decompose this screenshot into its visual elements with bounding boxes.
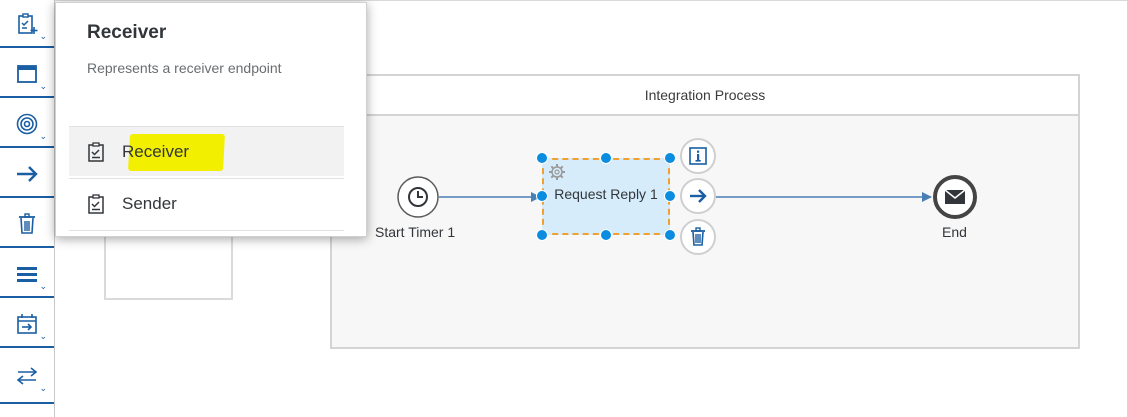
gear-icon	[549, 164, 565, 180]
clipboard-check-icon	[86, 193, 106, 214]
start-event-label: Start Timer 1	[375, 224, 456, 240]
delete-tool[interactable]	[0, 200, 54, 248]
chevron-down-icon: ⌄	[39, 281, 47, 291]
resize-handle-bottom-left[interactable]	[536, 229, 548, 241]
pool-header: Integration Process	[332, 76, 1078, 116]
chevron-down-icon: ⌄	[39, 131, 47, 141]
call-tool[interactable]: ⌄	[0, 300, 54, 348]
connect-button[interactable]	[680, 178, 716, 214]
resize-handle-bottom[interactable]	[600, 229, 612, 241]
resize-handle-top-right[interactable]	[664, 152, 676, 164]
request-reply-task[interactable]: Request Reply 1	[542, 158, 670, 235]
call-icon	[17, 314, 37, 334]
tool-separator	[0, 196, 54, 198]
tool-separator	[0, 346, 54, 348]
mapping-tool[interactable]: ⌄	[0, 250, 54, 298]
menu-item-receiver[interactable]: Receiver	[69, 126, 344, 176]
end-event-label: End	[942, 224, 967, 240]
popover-description: Represents a receiver endpoint	[87, 60, 282, 76]
resize-handle-bottom-right[interactable]	[664, 229, 676, 241]
message-flow-icon	[16, 367, 38, 385]
tool-separator	[0, 146, 54, 148]
end-message-event[interactable]	[933, 175, 977, 219]
popover-title: Receiver	[87, 22, 167, 43]
arrow-right-icon	[690, 189, 707, 203]
tool-separator	[0, 96, 54, 98]
tool-separator	[0, 46, 54, 48]
info-icon	[689, 147, 707, 165]
menu-item-label: Sender	[122, 193, 177, 213]
top-border	[0, 0, 1127, 1]
delete-icon	[19, 213, 35, 234]
events-tool[interactable]: ⌄	[0, 100, 54, 148]
task-label: Request Reply 1	[554, 186, 658, 202]
chevron-down-icon: ⌄	[39, 383, 47, 393]
chevron-down-icon: ⌄	[39, 331, 47, 341]
clipboard-check-icon	[86, 141, 106, 162]
participants-tool[interactable]: ⌄	[0, 0, 54, 48]
info-button[interactable]	[680, 138, 716, 174]
tool-separator	[0, 296, 54, 298]
envelope-icon	[944, 189, 966, 204]
menu-item-label: Receiver	[122, 141, 190, 161]
palette-toolbar: ⌄ ⌄ ⌄	[0, 0, 55, 417]
chevron-down-icon: ⌄	[39, 31, 47, 41]
popover-divider	[69, 230, 344, 231]
delete-button[interactable]	[680, 219, 716, 255]
participants-popover: Receiver Represents a receiver endpoint …	[55, 2, 367, 237]
participants-icon	[18, 13, 38, 34]
trash-icon	[691, 227, 705, 246]
process-icon	[17, 65, 37, 83]
events-icon	[16, 113, 38, 135]
tool-separator	[0, 402, 54, 404]
chevron-down-icon: ⌄	[39, 81, 47, 91]
resize-handle-right[interactable]	[664, 190, 676, 202]
message-flow-tool[interactable]: ⌄	[0, 352, 54, 404]
receiver-shape-placeholder[interactable]	[104, 226, 233, 300]
mapping-icon	[17, 267, 37, 282]
pool-title: Integration Process	[644, 87, 766, 103]
tool-separator	[0, 246, 54, 248]
menu-item-sender[interactable]: Sender	[69, 178, 344, 228]
connector-tool[interactable]	[0, 150, 54, 198]
connector-arrow-icon	[17, 166, 38, 182]
resize-handle-left[interactable]	[536, 190, 548, 202]
start-timer-event[interactable]	[397, 176, 439, 218]
process-tool[interactable]: ⌄	[0, 50, 54, 98]
resize-handle-top[interactable]	[600, 152, 612, 164]
resize-handle-top-left[interactable]	[536, 152, 548, 164]
clock-icon	[408, 187, 428, 207]
